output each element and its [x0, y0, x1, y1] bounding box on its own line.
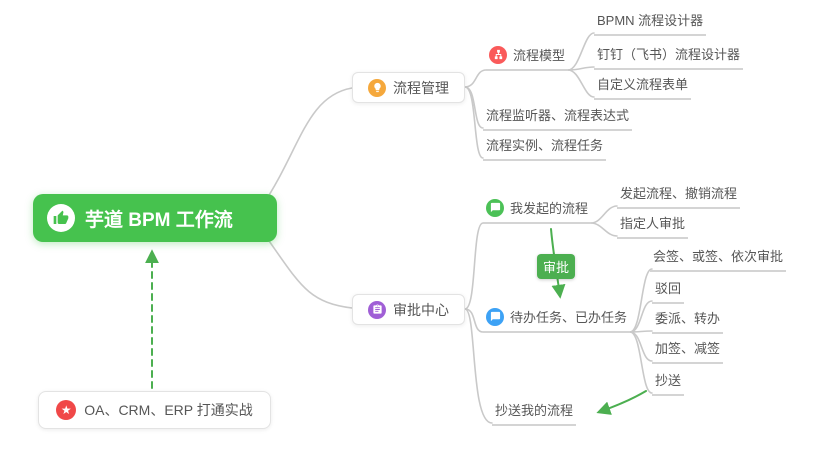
edge-myinit-initiate — [590, 205, 618, 224]
edge-approval-todo — [464, 308, 484, 333]
chat-bubble-blue-icon — [486, 307, 504, 326]
edge-todo-delegate — [629, 330, 653, 333]
edge-approval-myinit — [464, 222, 484, 310]
node-cc[interactable]: 抄送 — [652, 370, 685, 396]
thumbs-up-icon — [47, 204, 75, 232]
node-custom-form[interactable]: 自定义流程表单 — [594, 74, 692, 100]
node-initiate-cancel[interactable]: 发起流程、撤销流程 — [617, 183, 741, 209]
edge-todo-cc — [629, 331, 653, 394]
edge-model-bpmn — [567, 32, 595, 71]
star-icon: ★ — [56, 400, 77, 420]
node-assignee-approval[interactable]: 指定人审批 — [617, 213, 689, 239]
assignment-icon — [368, 300, 386, 319]
todo-done-label: 待办任务、已办任务 — [510, 310, 628, 325]
edge-todo-addsign — [629, 331, 653, 362]
node-oa-crm-erp[interactable]: ★ OA、CRM、ERP 打通实战 — [38, 391, 271, 429]
node-approval-center[interactable]: 审批中心 — [352, 294, 465, 325]
approval-badge[interactable]: 审批 — [537, 254, 575, 279]
process-management-label: 流程管理 — [393, 79, 449, 96]
node-listener-expression[interactable]: 流程监听器、流程表达式 — [483, 105, 633, 131]
node-delegate[interactable]: 委派、转办 — [652, 308, 724, 334]
oa-crm-erp-label: OA、CRM、ERP 打通实战 — [84, 402, 253, 418]
approval-center-label: 审批中心 — [393, 301, 449, 318]
root-label: 芋道 BPM 工作流 — [85, 209, 233, 231]
edge-process-instance — [464, 86, 484, 159]
node-reject[interactable]: 驳回 — [652, 278, 685, 304]
edge-process-listener — [464, 86, 484, 129]
node-bpmn-designer[interactable]: BPMN 流程设计器 — [594, 10, 707, 36]
flow-model-icon — [489, 45, 507, 64]
node-cc-my-process[interactable]: 抄送我的流程 — [492, 400, 577, 426]
cc-flow-arrow — [596, 390, 647, 415]
node-process-management[interactable]: 流程管理 — [352, 72, 465, 103]
node-process-model[interactable]: 流程模型 — [486, 45, 569, 71]
node-countersign[interactable]: 会签、或签、依次审批 — [650, 246, 787, 272]
edge-root-approval — [261, 230, 353, 309]
edge-todo-reject — [629, 300, 653, 333]
edge-model-dingtalk — [567, 66, 595, 71]
node-instance-task[interactable]: 流程实例、流程任务 — [483, 135, 607, 161]
chat-bubble-green-icon — [486, 198, 504, 217]
edge-model-customform — [567, 69, 595, 98]
node-add-sign[interactable]: 加签、减签 — [652, 338, 724, 364]
node-dingtalk-designer[interactable]: 钉钉（飞书）流程设计器 — [594, 44, 744, 70]
edge-todo-countersign — [629, 268, 653, 333]
process-model-label: 流程模型 — [513, 48, 566, 63]
lightbulb-icon — [368, 78, 386, 97]
node-todo-done[interactable]: 待办任务、已办任务 — [483, 307, 631, 333]
edge-myinit-assignee — [590, 222, 618, 237]
edge-root-process — [261, 87, 353, 207]
my-initiated-label: 我发起的流程 — [510, 201, 589, 216]
node-my-initiated[interactable]: 我发起的流程 — [483, 198, 592, 224]
edge-process-model — [464, 69, 487, 88]
node-root[interactable]: 芋道 BPM 工作流 — [33, 194, 277, 242]
